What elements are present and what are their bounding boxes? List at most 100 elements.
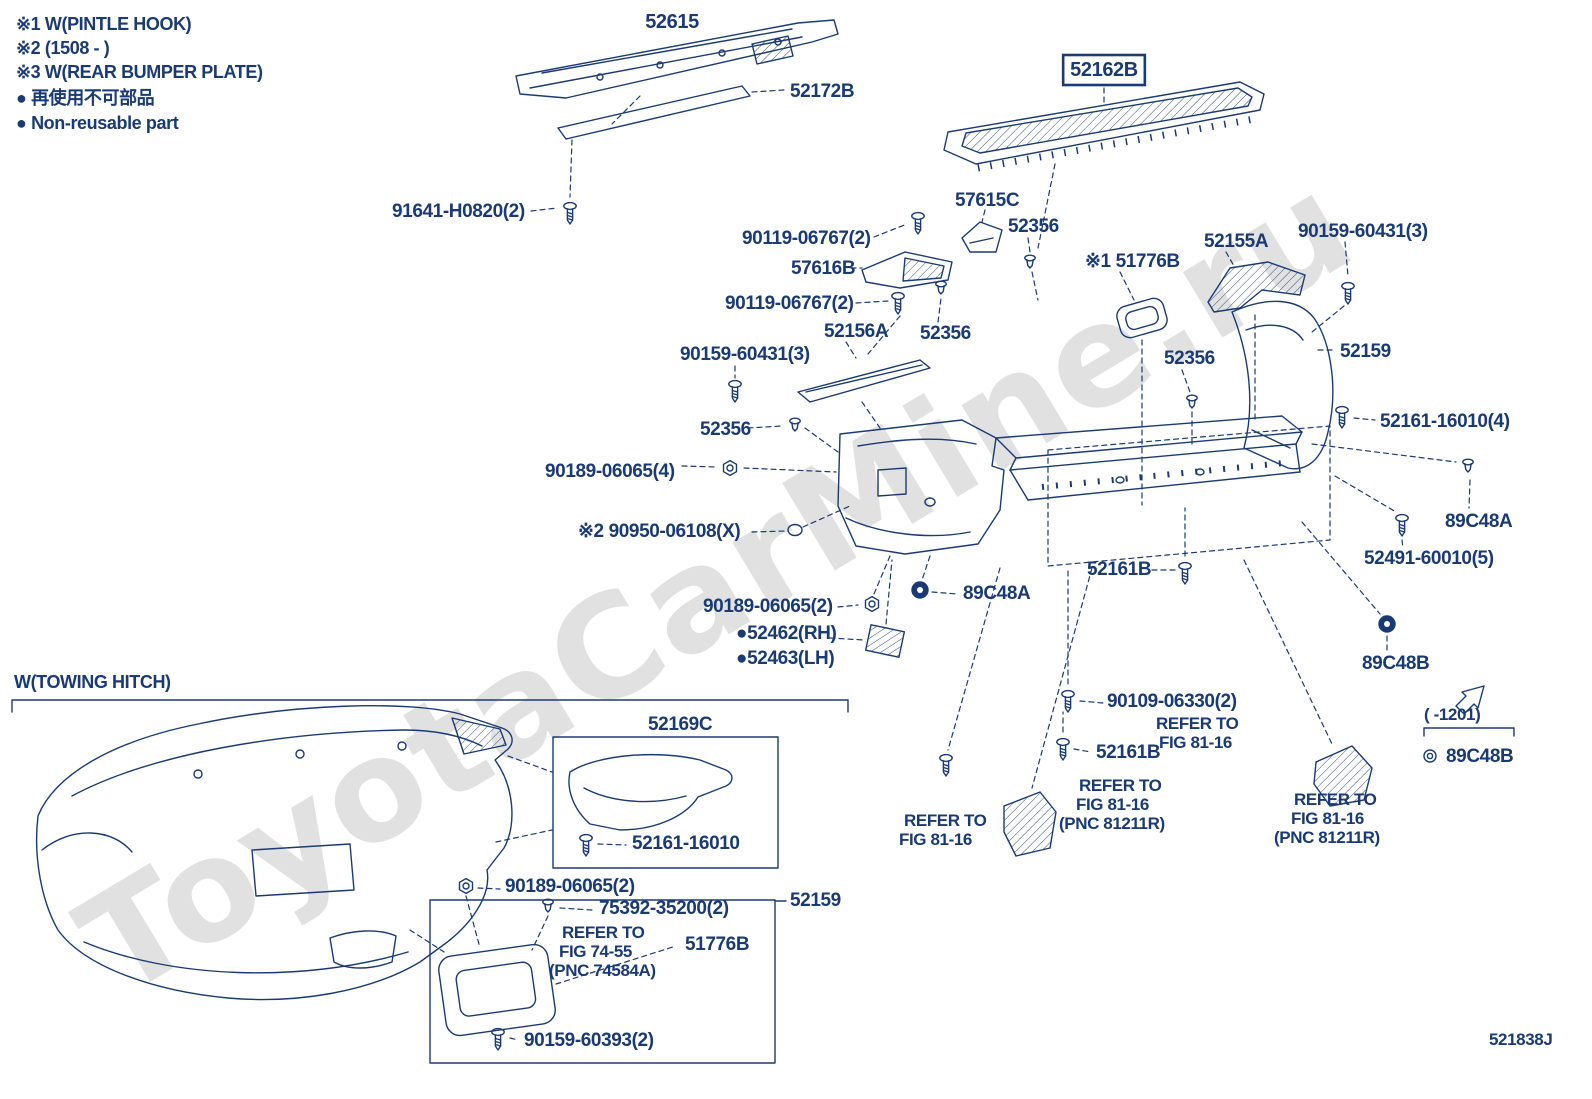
label-52356-3: 52356 [1164,348,1215,369]
label-refer-2a: REFER TO [904,811,987,830]
label-refer-3c: (PNC 81211R) [1059,814,1165,833]
label-52161-16010-x4: 52161-16010(4) [1380,411,1510,432]
detail-box-52169c [552,736,779,869]
label-90119-06767-2: 90119-06767(2) [725,293,854,314]
part-52462-pad [829,559,906,658]
label-89c48a-2: 89C48A [963,583,1031,604]
screw-icon [1056,737,1070,761]
label-57616b: 57616B [791,258,855,279]
label-refer-4c: (PNC 81211R) [1274,828,1380,847]
direction-arrow-icon [1455,685,1485,715]
label-90119-06767-1: 90119-06767(2) [742,228,871,249]
label-towing-hitch: W(TOWING HITCH) [14,672,171,692]
note-pintle-hook: ※1 W(PINTLE HOOK) [16,14,192,34]
note-non-reusable-en: ● Non-reusable part [16,113,179,133]
label-refer-5b: FIG 74-55 [559,942,632,961]
note-non-reusable-jp: ● 再使用不可部品 [16,87,154,108]
screw-icon [911,211,925,235]
label-90159-60393: 90159-60393(2) [524,1030,654,1051]
nut-icon [722,459,738,477]
label-52162b: 52162B [1070,59,1138,81]
screw-icon [563,201,577,225]
label-90950-06108: ※2 90950-06108(X) [578,521,740,542]
label-89c48b-2: 89C48B [1446,746,1513,767]
clip-icon [1024,254,1036,269]
label-52161b-1: 52161B [1087,559,1151,580]
screw-icon [579,833,593,857]
screw-icon [728,379,742,403]
label-52169c: 52169C [648,714,713,735]
label-date-range-1201: ( -1201) [1424,705,1480,724]
clip-icon [789,417,801,432]
label-refer-4b: FIG 81-16 [1291,809,1364,828]
diagram-code: 521838J [1489,1030,1552,1049]
part-51776b-cover [1116,271,1168,506]
detail-box-51776b [429,877,787,1064]
label-91641-h0820: 91641-H0820(2) [392,201,525,222]
grommet-oval-icon [787,523,803,537]
watermark-text: ToyotaCarMine.ru [54,143,1381,1030]
label-90189-06065-x4: 90189-06065(4) [545,461,675,482]
label-90189-06065-2b: 90189-06065(2) [505,876,635,897]
part-mudguard-flap-right [1243,559,1373,807]
nut-icon [458,877,474,895]
grommet-icon [911,581,929,599]
label-90189-06065-2a: 90189-06065(2) [703,596,833,617]
label-refer-3a: REFER TO [1079,776,1162,795]
label-52172b: 52172B [790,81,854,102]
part-52156a-support [797,341,931,429]
clip-icon [935,280,947,295]
label-51776b-2: 51776B [685,934,749,955]
label-52356-4: 52356 [700,419,751,440]
label-refer-4a: REFER TO [1294,790,1377,809]
screw-icon [891,291,905,315]
labels-layer: ※1 W(PINTLE HOOK)※2 (1508 - )※3 W(REAR B… [14,11,1514,1051]
note-rear-bumper-plate: ※3 W(REAR BUMPER PLATE) [16,62,263,82]
part-52162b-step-panel [943,81,1265,249]
label-refer-1a: REFER TO [1156,714,1239,733]
label-refer-5a: REFER TO [562,923,645,942]
part-57615c-bracket [961,209,1003,253]
label-52463-lh: ●52463(LH) [736,648,834,669]
label-89c48a-1: 89C48A [1445,511,1513,532]
label-52615: 52615 [645,11,699,33]
screw-icon [1061,689,1075,713]
label-89c48b-1: 89C48B [1362,653,1429,674]
diagram-artwork [11,19,1515,1064]
grommet-ring-icon [1423,749,1437,763]
label-52356-2: 52356 [920,323,971,344]
clip-icon [1462,458,1474,473]
label-refer-3b: FIG 81-16 [1076,795,1149,814]
screw-icon [1178,561,1192,585]
label-52159-2: 52159 [790,890,841,911]
part-52172b-retainer [530,85,785,225]
part-rear-bumper-towing [35,705,553,1001]
label-52159-1: 52159 [1340,341,1391,362]
label-52161b-2: 52161B [1096,742,1160,763]
label-75392-35200: 75392-35200(2) [599,898,729,919]
label-52356-1: 52356 [1008,216,1059,237]
part-57616b-bracket [850,251,953,289]
label-refer-1b: FIG 81-16 [1159,733,1232,752]
label-90159-60431-2: 90159-60431(3) [680,344,810,365]
part-mudguard-flap-left [1003,567,1093,857]
screw-icon [939,753,953,777]
label-52491-60010: 52491-60010(5) [1364,548,1494,569]
label-52155a: 52155A [1204,231,1269,252]
label-52462-rh: ●52462(RH) [736,623,836,644]
nut-icon [864,595,880,613]
screw-icon [1395,513,1409,537]
grommet-icon [1378,615,1396,633]
label-52162b-highlight-box [1061,53,1147,87]
label-52156a: 52156A [824,321,889,342]
clip-icon [542,898,554,913]
label-57615c: 57615C [955,190,1020,211]
screw-icon [1335,405,1349,429]
label-refer-5c: (PNC 74584A) [549,961,656,980]
part-52615-reinforcement [515,19,839,99]
label-refer-2b: FIG 81-16 [899,830,972,849]
date-range-bracket [1423,727,1515,737]
towing-hitch-bracket-line [11,699,849,713]
part-52155a-bracket [1207,251,1306,421]
